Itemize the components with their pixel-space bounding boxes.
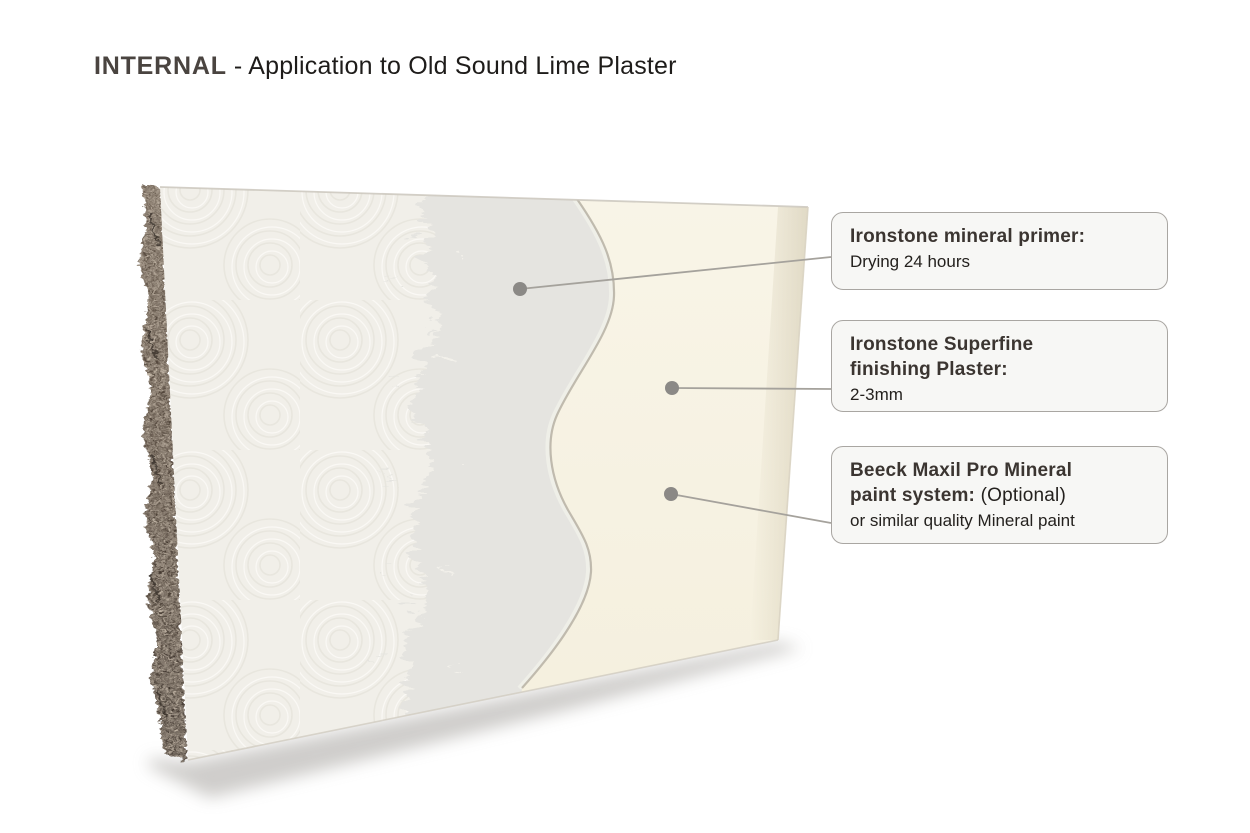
- edge-crack-lines: [146, 214, 167, 717]
- finish-edge-highlight: [517, 197, 614, 690]
- callout-finishing-plaster-body: 2-3mm: [850, 385, 903, 404]
- callout-paint-system-title-text: Beeck Maxil Pro Mineral paint system:: [850, 460, 1073, 506]
- wall-edge: [139, 184, 187, 761]
- leader-lines: [519, 256, 832, 524]
- page-title-emphasis: INTERNAL: [94, 52, 227, 80]
- callout-finishing-plaster-title-text: Ironstone Superfine finishing Plaster:: [850, 334, 1034, 380]
- page-title: INTERNAL - Application to Old Sound Lime…: [94, 52, 677, 81]
- primer-spray-specks: [360, 227, 423, 724]
- page-title-rest: - Application to Old Sound Lime Plaster: [226, 52, 677, 80]
- dot-primer: [513, 282, 527, 296]
- callout-primer-title-text: Ironstone mineral primer:: [850, 226, 1086, 247]
- callout-paint-system-title-suffix: (Optional): [975, 485, 1066, 506]
- callout-paint-system-body: or similar quality Mineral paint: [850, 511, 1075, 530]
- callout-paint-system-title: Beeck Maxil Pro Mineral paint system: (O…: [850, 458, 1149, 508]
- callout-paint-system: Beeck Maxil Pro Mineral paint system: (O…: [831, 446, 1168, 544]
- dot-finish: [665, 381, 679, 395]
- leader-line-finish: [671, 387, 832, 390]
- leader-line-primer: [519, 256, 832, 290]
- wall-outline: [159, 186, 809, 761]
- leader-line-paint: [670, 493, 832, 524]
- finish-plaster-layer: [510, 187, 808, 760]
- finish-edge-line: [521, 198, 616, 689]
- callout-primer: Ironstone mineral primer: Drying 24 hour…: [831, 212, 1168, 290]
- callout-finishing-plaster-title: Ironstone Superfine finishing Plaster:: [850, 332, 1149, 382]
- callout-primer-body: Drying 24 hours: [850, 252, 971, 271]
- wall-right-shading: [750, 207, 808, 640]
- wall-shadow: [148, 642, 802, 798]
- dot-paint: [664, 487, 678, 501]
- callout-dots: [513, 282, 679, 501]
- callout-primer-title: Ironstone mineral primer:: [850, 224, 1149, 249]
- callout-finishing-plaster: Ironstone Superfine finishing Plaster: 2…: [831, 320, 1168, 412]
